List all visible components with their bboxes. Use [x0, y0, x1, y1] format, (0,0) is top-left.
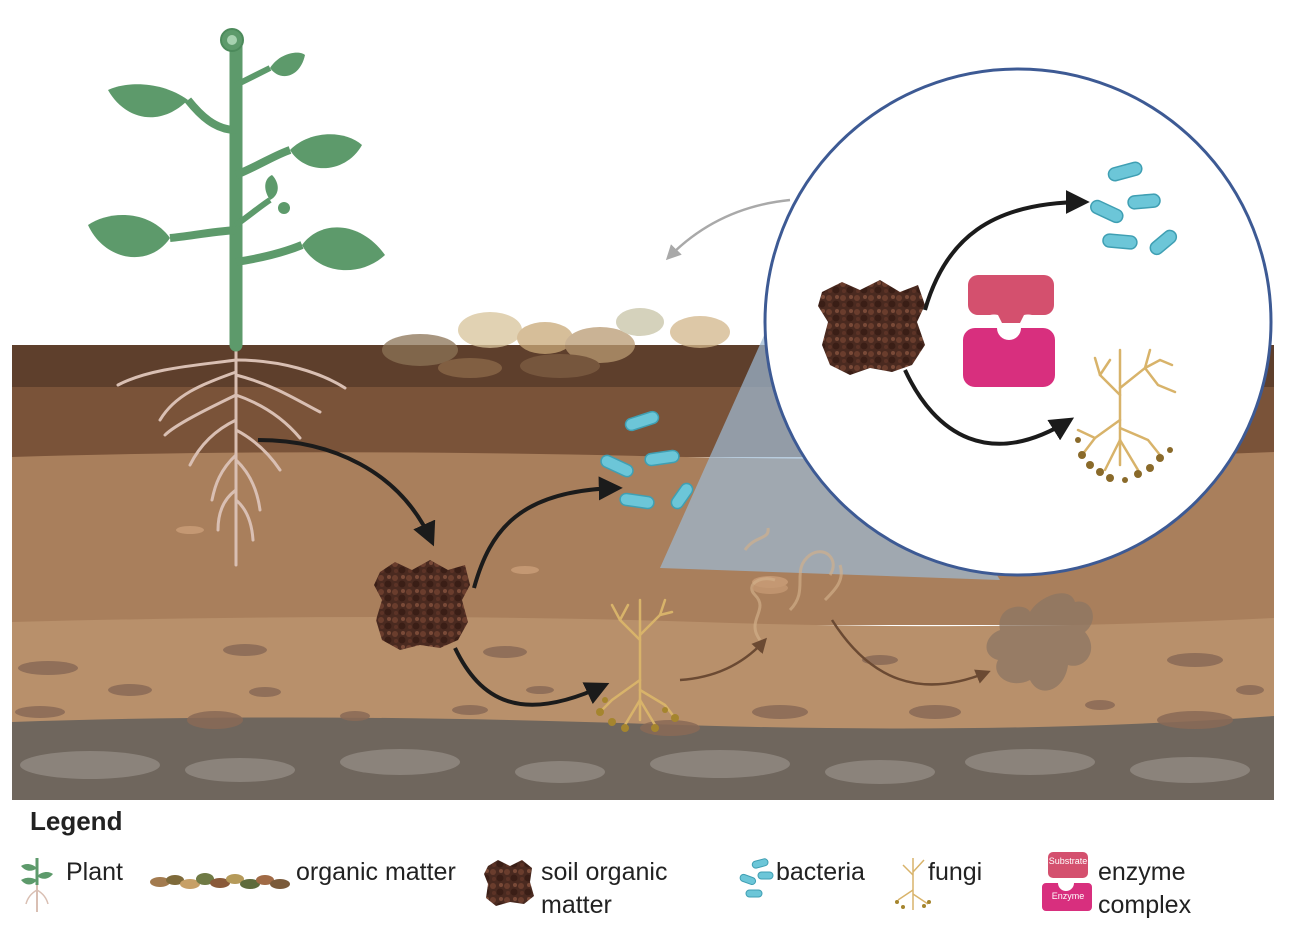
fungi-in-soil [598, 598, 677, 727]
fungi-icon [897, 858, 929, 910]
bacteria-icon [739, 858, 774, 898]
legend-label-som-line1: soil organic [541, 858, 668, 886]
legend-label-som-line2: matter [541, 891, 612, 919]
zoom-arrow-to-fungi [903, 369, 1075, 446]
legend-label-organic-matter: organic matter [296, 858, 456, 886]
legend-label-fungi: fungi [928, 858, 983, 886]
plant-leaf [270, 52, 305, 77]
legend-label-soil-organic-matter: soil organic matter [541, 856, 667, 922]
soil-fauna-faded [743, 527, 843, 641]
pebbles [15, 644, 1264, 736]
legend-label-enzyme-complex: enzyme complex [1098, 856, 1191, 922]
substrate-text: Substrate [1049, 856, 1088, 866]
bacteria-cluster [600, 410, 694, 510]
arrow-som-to-bacteria [472, 476, 623, 589]
bedrock-layer [12, 716, 1274, 800]
enzyme-complex-icon: Substrate Enzyme [1042, 852, 1092, 911]
plant-roots [116, 343, 347, 567]
protist-microbe [986, 593, 1093, 691]
plant-leaf [290, 134, 362, 169]
fungi-spores [596, 697, 679, 732]
zoom-fungi-spores [1075, 437, 1173, 483]
legend-label-enzyme-line1: enzyme [1098, 858, 1186, 886]
enzyme-text: Enzyme [1052, 891, 1085, 901]
legend-title: Legend [30, 806, 123, 836]
arrow-som-to-fungi [453, 647, 610, 707]
plant-bud [265, 175, 278, 200]
legend-label-enzyme-line2: complex [1098, 891, 1192, 919]
legend-label-bacteria: bacteria [776, 858, 865, 886]
zoom-bacteria [1090, 161, 1178, 256]
lower-subsoil-layer [12, 617, 1274, 730]
zoom-arrow-to-bacteria [923, 190, 1090, 311]
organic-matter-icon [150, 873, 290, 889]
zoom-fungi [1076, 348, 1177, 472]
plant [88, 28, 385, 567]
zoom-reference-arrow [665, 198, 791, 261]
legend-label-plant: Plant [66, 858, 123, 886]
soil-organic-matter-icon [484, 860, 534, 906]
plant-icon [21, 858, 53, 912]
plant-leaf [88, 215, 170, 258]
arrow-fungi-to-fauna [679, 637, 767, 682]
soil-organic-matter-clump [374, 560, 470, 650]
organic-matter-litter [382, 308, 730, 378]
zoom-soil-organic-matter [818, 280, 925, 375]
legend-icons: Substrate Enzyme [21, 852, 1092, 912]
bedrock-stones [20, 749, 1250, 784]
plant-leaf [302, 227, 385, 271]
arrow-root-to-soil-organic-matter [257, 438, 436, 547]
zoom-circle [763, 67, 1273, 577]
plant-leaf [108, 84, 188, 118]
arrow-fauna-to-microbe [830, 619, 991, 686]
zoom-enzyme-complex [963, 275, 1055, 387]
